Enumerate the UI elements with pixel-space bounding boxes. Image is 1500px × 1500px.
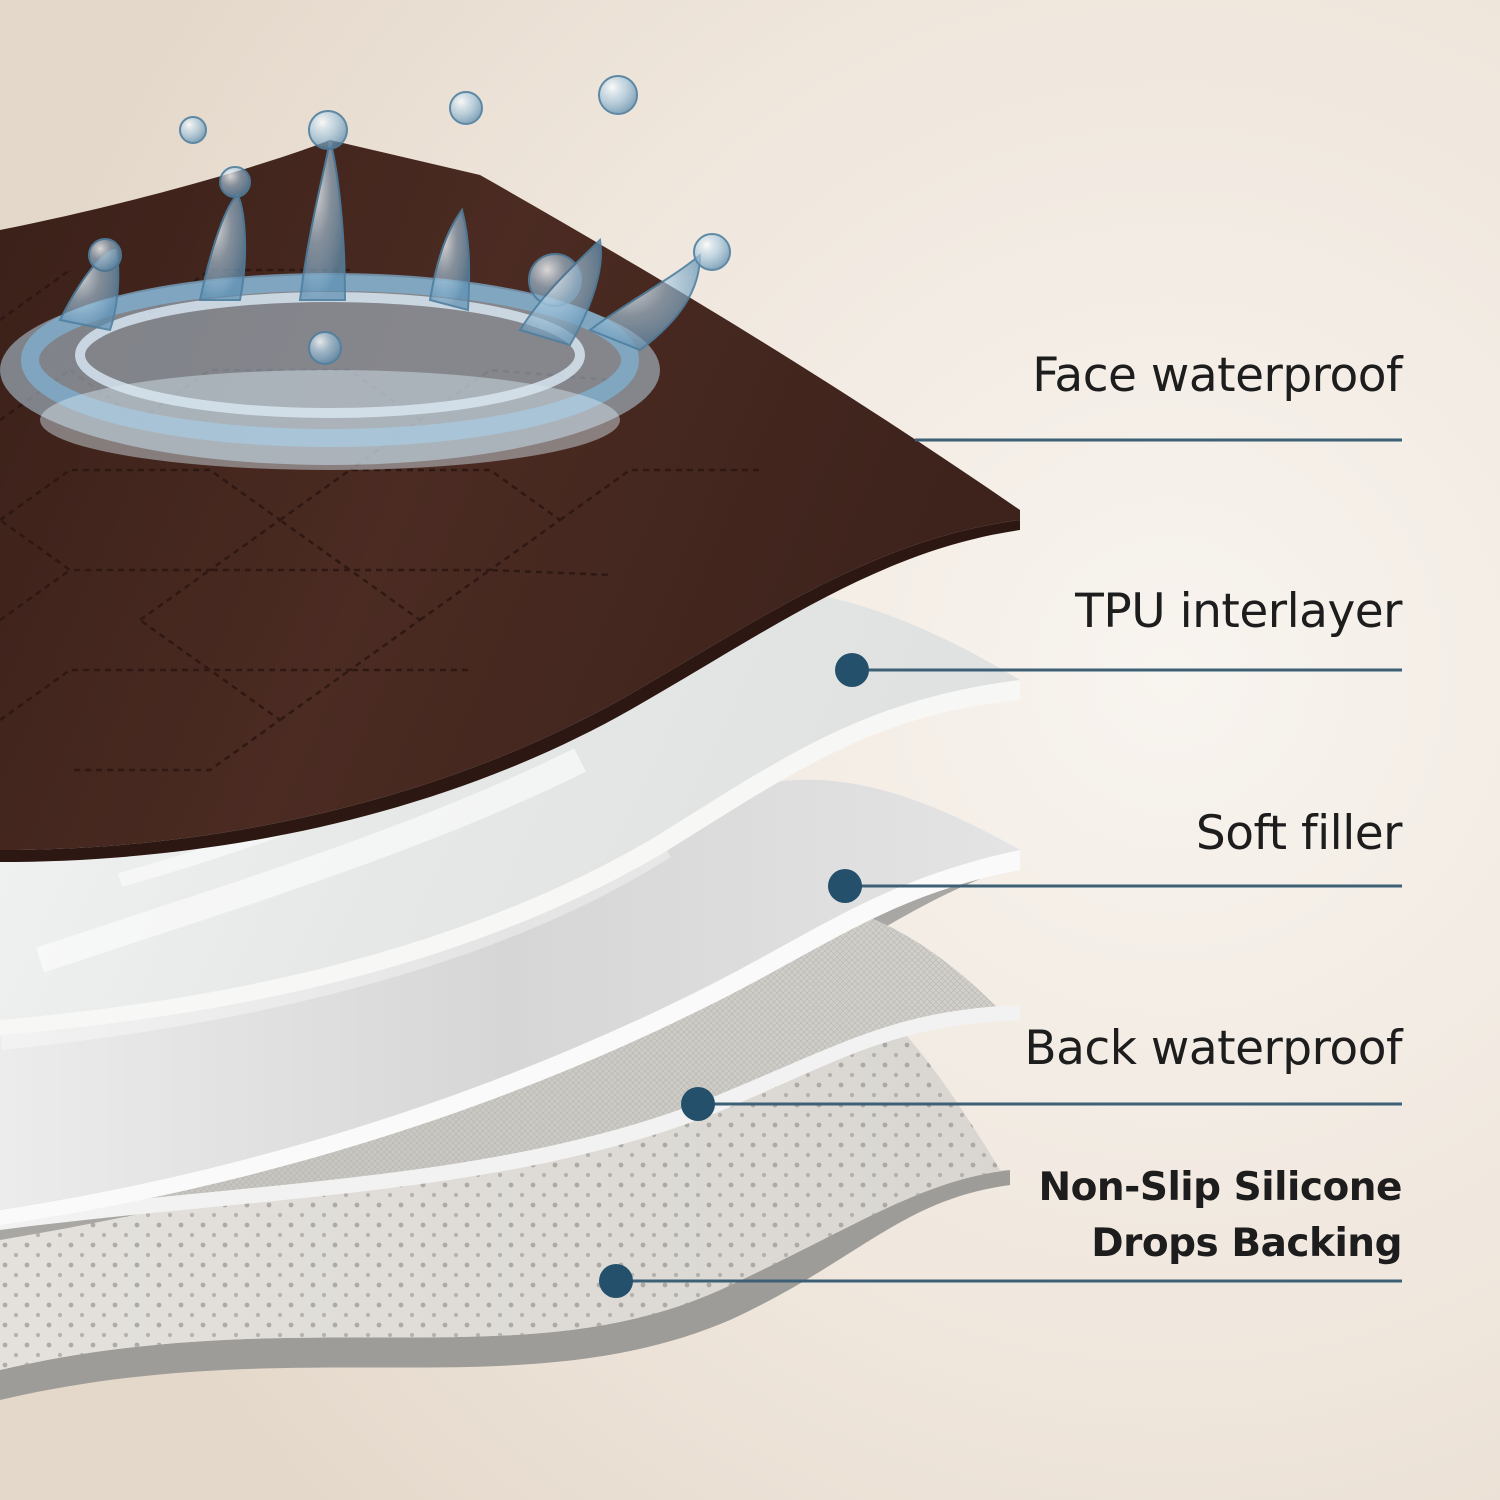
- marker-tpu-interlayer: [835, 653, 869, 687]
- label-back-waterproof: Back waterproof: [1024, 1021, 1402, 1076]
- marker-back-waterproof: [681, 1087, 715, 1121]
- label-silicone-backing-line-2: Drops Backing: [1091, 1221, 1402, 1266]
- marker-soft-filler: [828, 869, 862, 903]
- label-silicone-backing: Non-Slip Silicone Drops Backing: [982, 1160, 1402, 1272]
- label-silicone-backing-line-1: Non-Slip Silicone: [1038, 1165, 1402, 1210]
- layer-markers: [599, 653, 869, 1298]
- marker-silicone-backing: [599, 1264, 633, 1298]
- label-soft-filler: Soft filler: [1195, 806, 1403, 861]
- leader-lines: [616, 438, 1402, 1283]
- water-splash-icon: [0, 75, 731, 470]
- label-tpu-interlayer: TPU interlayer: [1075, 584, 1402, 639]
- label-face-waterproof: Face waterproof: [1032, 348, 1402, 403]
